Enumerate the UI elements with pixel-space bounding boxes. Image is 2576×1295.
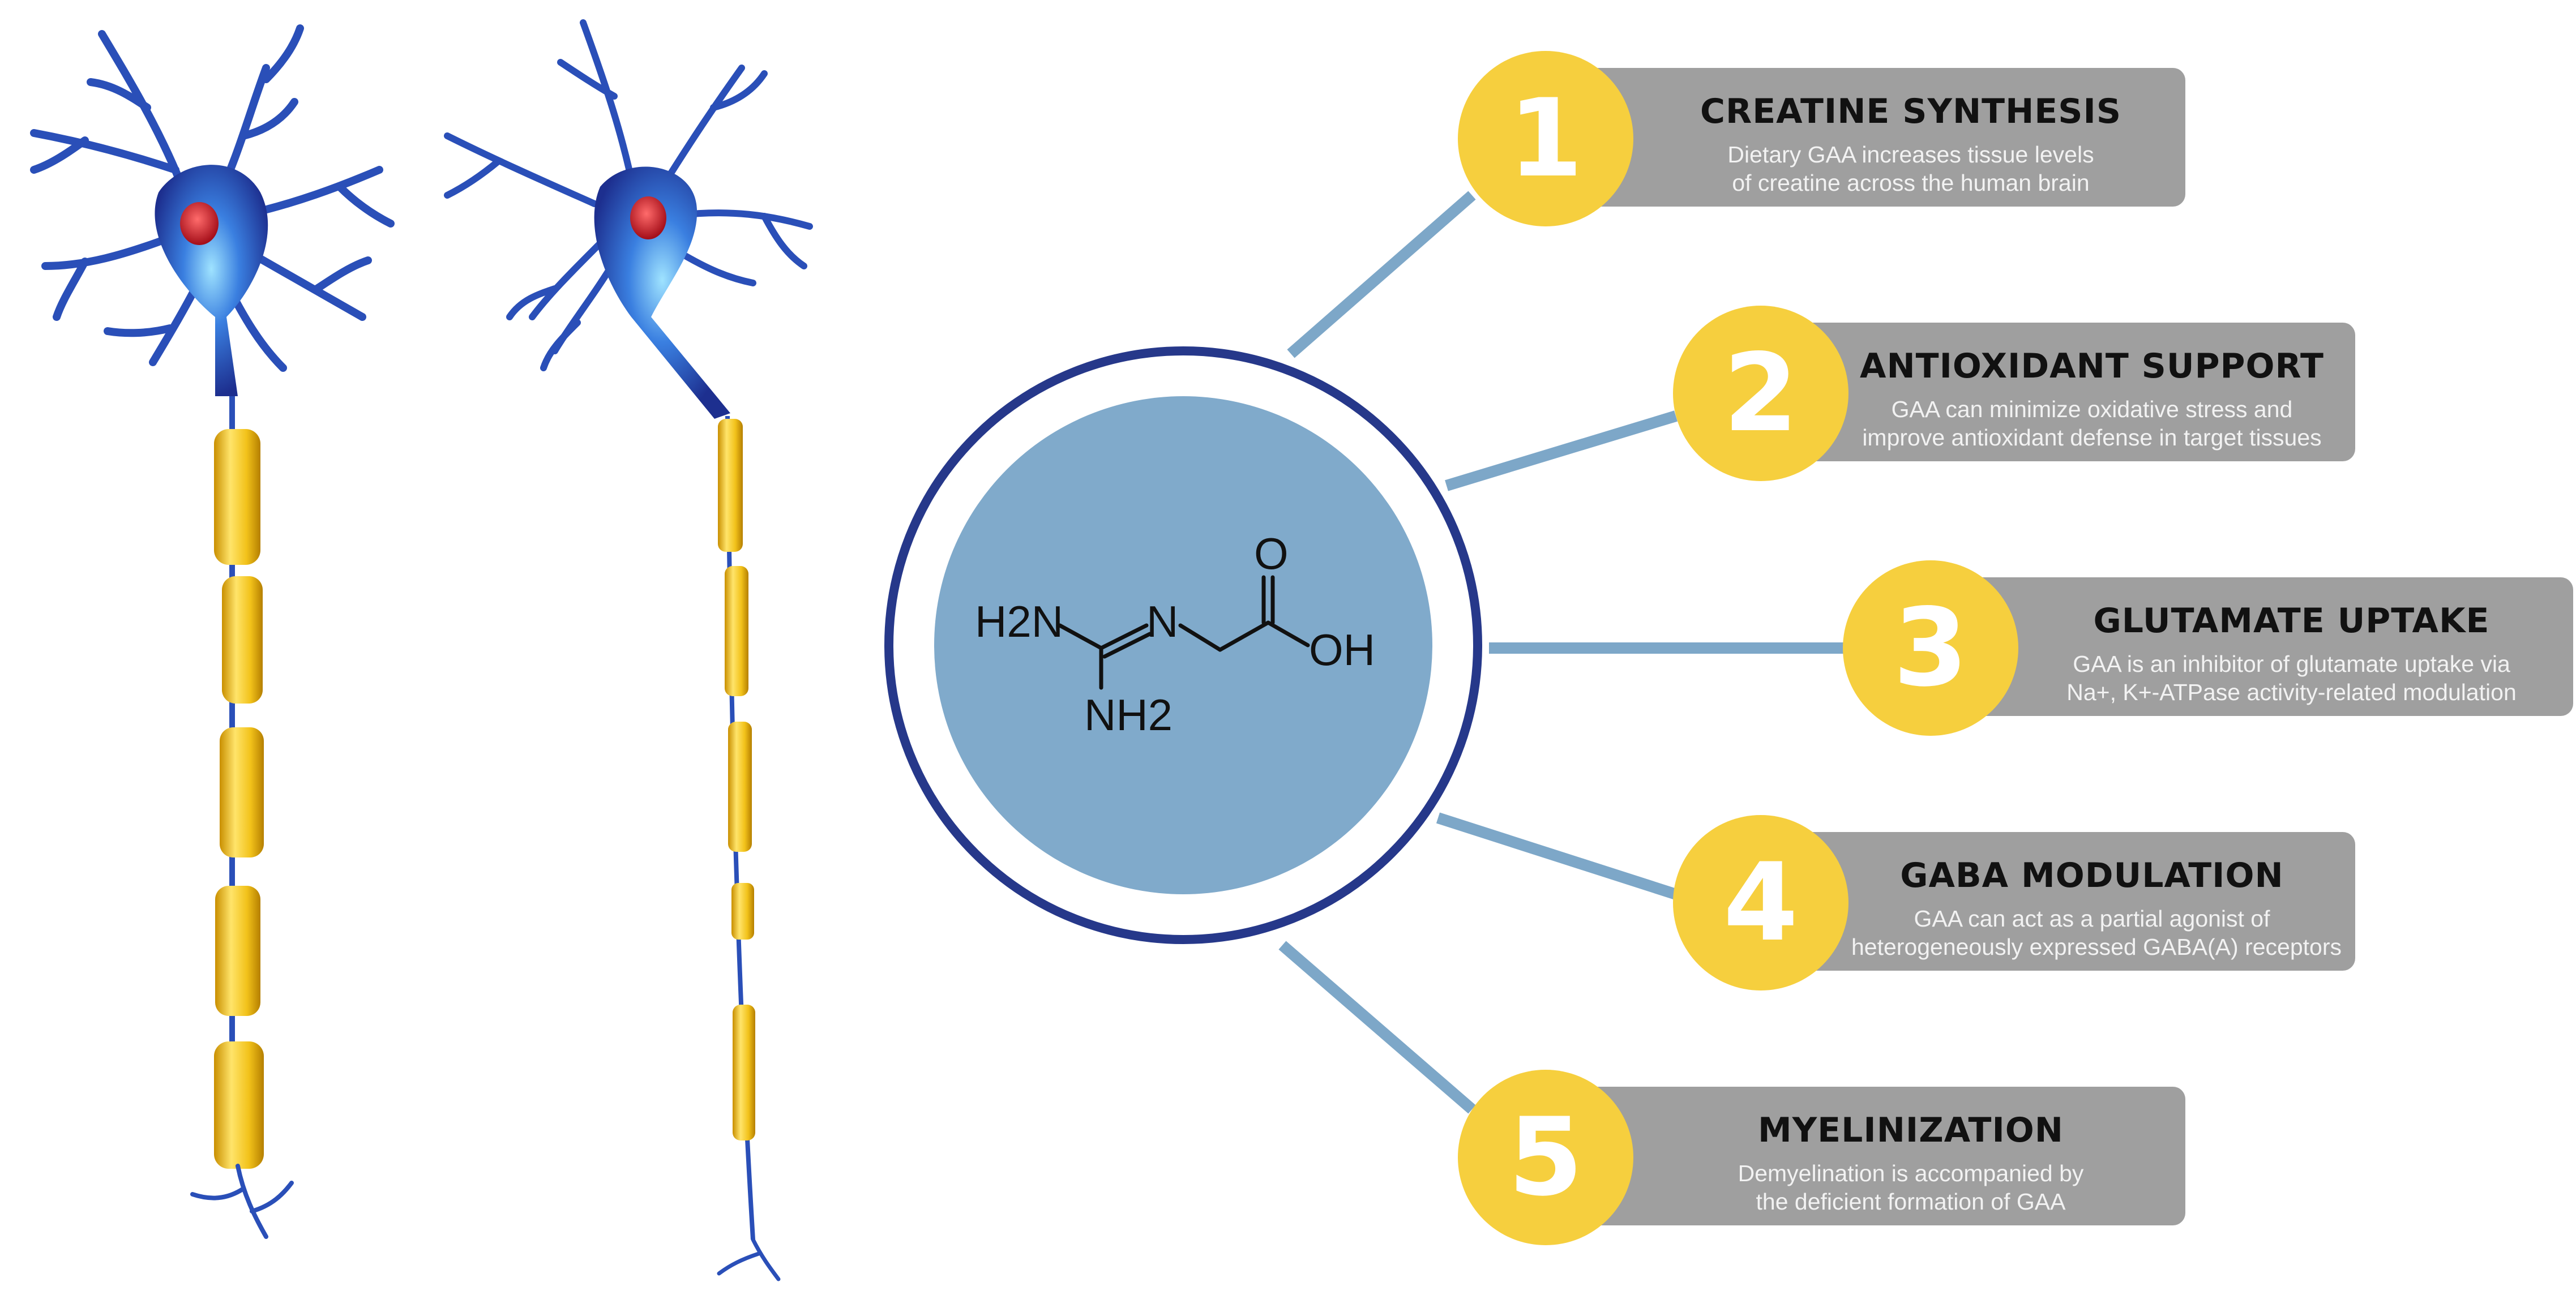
number-badge-5: 5 <box>1458 1070 1633 1245</box>
neuron-thick-myelin <box>30 24 395 1239</box>
item-title-4: GABA MODULATION <box>1900 856 2284 895</box>
connector-4 <box>1436 812 1678 900</box>
item-desc-4a: GAA can act as a partial agonist of <box>1914 906 2270 932</box>
item-title-3: GLUTAMATE UPTAKE <box>2093 601 2490 641</box>
molecule-hub <box>884 346 1482 944</box>
label-oh: OH <box>1309 625 1375 675</box>
label-h2n: H2N <box>975 597 1063 646</box>
item-title-2: ANTIOXIDANT SUPPORT <box>1860 346 2324 386</box>
item-desc-3a: GAA is an inhibitor of glutamate uptake … <box>2073 651 2510 677</box>
connector-lines <box>1278 191 1846 1114</box>
item-desc-3b: Na+, K+-ATPase activity-related modulati… <box>2066 679 2517 705</box>
number-badge-4: 4 <box>1673 815 1848 990</box>
connector-1 <box>1287 191 1476 358</box>
item-card-1: CREATINE SYNTHESIS Dietary GAA increases… <box>1523 68 2185 207</box>
number-badge-2: 2 <box>1673 306 1848 481</box>
item-desc-1b: of creatine across the human brain <box>1732 170 2090 196</box>
item-desc-4b: heterogeneously expressed GABA(A) recept… <box>1851 934 2342 960</box>
item-desc-5a: Demyelination is accompanied by <box>1738 1160 2084 1186</box>
item-desc-2a: GAA can minimize oxidative stress and <box>1891 396 2293 422</box>
label-o: O <box>1254 529 1289 578</box>
label-nh2: NH2 <box>1084 690 1173 740</box>
connector-2 <box>1445 410 1678 491</box>
gaa-structure <box>1058 575 1310 690</box>
item-card-5: MYELINIZATION Demyelination is accompani… <box>1523 1087 2185 1225</box>
number-badge-3: 3 <box>1843 560 2018 736</box>
item-desc-1a: Dietary GAA increases tissue levels <box>1727 141 2094 168</box>
item-desc-5b: the deficient formation of GAA <box>1756 1189 2066 1215</box>
item-title-5: MYELINIZATION <box>1758 1110 2064 1150</box>
hub-disc <box>934 396 1432 894</box>
label-n: N <box>1146 597 1178 646</box>
number-badge-1: 1 <box>1458 51 1633 226</box>
connector-5 <box>1278 941 1476 1114</box>
item-desc-2b: improve antioxidant defense in target ti… <box>1862 424 2322 451</box>
item-card-4: GABA MODULATION GAA can act as a partial… <box>1738 832 2355 971</box>
item-title-1: CREATINE SYNTHESIS <box>1700 92 2122 131</box>
neuron-thin-myelin <box>444 19 813 1281</box>
